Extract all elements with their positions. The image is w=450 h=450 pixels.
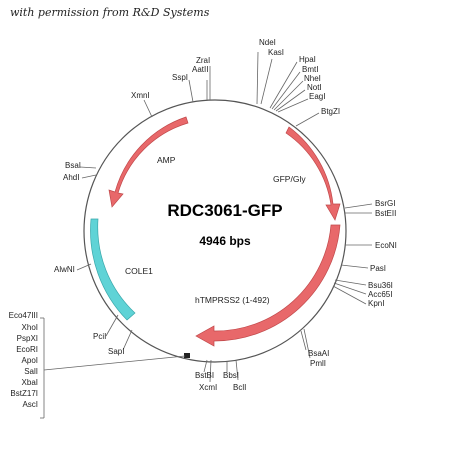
plasmid-name: RDC3061-GFP: [167, 201, 282, 220]
site-ndel: NdeI: [259, 38, 276, 47]
amp-arrow: [108, 116, 189, 208]
site-bstbl: BstBI: [195, 371, 214, 380]
backbone-circle: [83, 99, 347, 363]
site-notl: NotI: [307, 83, 322, 92]
cole1-arc: [90, 218, 136, 321]
htmprss2-arrow: [195, 224, 341, 347]
site-btgzl: BtgZI: [321, 107, 340, 116]
site-sapl: SapI: [108, 347, 124, 356]
mcs-site: XhoI: [22, 323, 38, 332]
amp-label: AMP: [157, 155, 176, 165]
site-zral: ZraI: [196, 56, 210, 65]
site-sspl: SspI: [172, 73, 188, 82]
site-ticks: [76, 51, 373, 383]
mcs-site: XbaI: [22, 378, 38, 387]
mcs-site: EcoRI: [16, 345, 38, 354]
cole1-label: COLE1: [125, 266, 153, 276]
site-econl: EcoNI: [375, 241, 397, 250]
site-bstell: BstEII: [375, 209, 396, 218]
mcs-site: BstZ17I: [10, 389, 38, 398]
site-acc65l: Acc65I: [368, 290, 392, 299]
mcs-marker: [184, 353, 190, 358]
mcs-site-list: Eco47III XhoI PspXI EcoRI ApoI SalI XbaI…: [9, 311, 38, 409]
mcs-site: SalI: [24, 367, 38, 376]
mcs-bracket: [40, 317, 186, 419]
site-alwnl: AlwNI: [54, 265, 75, 274]
site-kpnl: KpnI: [368, 299, 384, 308]
gfp-arrow: [285, 126, 341, 221]
site-bbsl: BbsI: [223, 371, 239, 380]
site-bsaal: BsaAI: [308, 349, 329, 358]
mcs-site: AscI: [22, 400, 38, 409]
plasmid-size: 4946 bps: [199, 234, 251, 248]
site-bsu36l: Bsu36I: [368, 281, 393, 290]
site-hpal: HpaI: [299, 55, 316, 64]
site-xcml: XcmI: [199, 383, 217, 392]
mcs-site: PspXI: [17, 334, 38, 343]
site-pcil: PciI: [93, 332, 106, 341]
site-eagl: EagI: [309, 92, 325, 101]
credit-text: with permission from R&D Systems: [10, 6, 210, 19]
site-aatll: AatII: [192, 65, 208, 74]
mcs-site: ApoI: [22, 356, 38, 365]
site-pmll: PmlI: [310, 359, 326, 368]
site-bsal: BsaI: [65, 161, 81, 170]
site-xmnl: XmnI: [131, 91, 150, 100]
site-bsrgl: BsrGI: [375, 199, 395, 208]
htmprss2-label: hTMPRSS2 (1-492): [195, 295, 270, 305]
gfp-label: GFP/Gly: [273, 174, 306, 184]
mcs-site: Eco47III: [9, 311, 38, 320]
site-nhel: NheI: [304, 74, 321, 83]
site-bmtl: BmtI: [302, 65, 318, 74]
site-bcll: BclI: [233, 383, 246, 392]
site-pasl: PasI: [370, 264, 386, 273]
site-kasl: KasI: [268, 48, 284, 57]
site-ahdl: AhdI: [63, 173, 79, 182]
